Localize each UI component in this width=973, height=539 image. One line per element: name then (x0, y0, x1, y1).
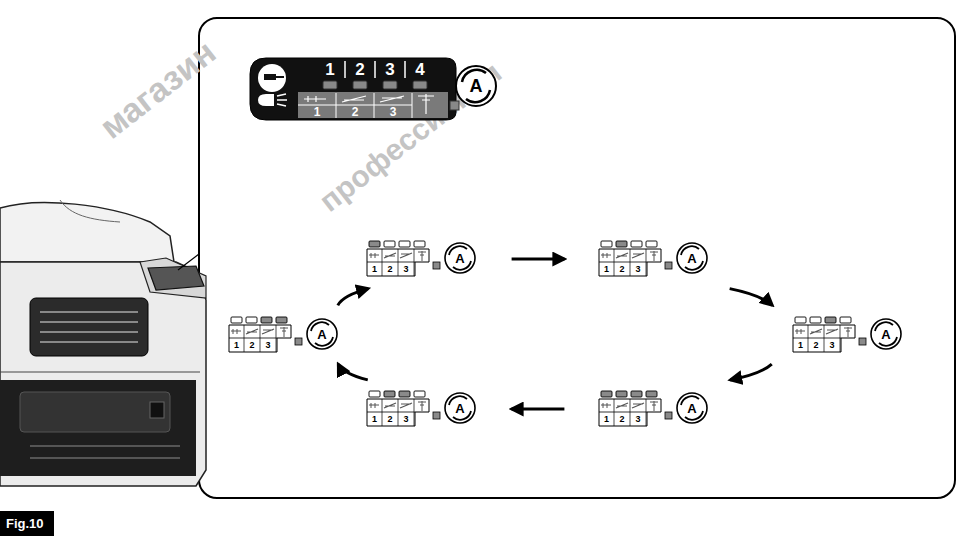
cycle-arrow (338, 364, 368, 380)
panel-state: 1 2 3 A (598, 240, 710, 278)
button-letter: A (470, 77, 483, 95)
mode-number: 3 (265, 341, 270, 350)
mode-number: 2 (619, 265, 624, 274)
panel-state: 1 2 3 A (366, 390, 478, 428)
button-letter: A (455, 402, 464, 415)
panel-state: 1 2 3 A (598, 390, 710, 428)
mode-number: 3 (635, 265, 640, 274)
mode-number: 1 (314, 106, 321, 118)
mode-number: 1 (234, 341, 239, 350)
button-letter: A (881, 328, 890, 341)
mode-number: 3 (403, 415, 408, 424)
mode-number: 3 (390, 106, 397, 118)
mode-number: 3 (385, 61, 394, 78)
cycle-arrow (512, 408, 565, 411)
cycle-arrow (512, 258, 565, 261)
mode-number: 1 (372, 265, 377, 274)
figure-number: Fig.10 (0, 511, 54, 536)
mode-number: 1 (604, 415, 609, 424)
cycle-arrow (730, 364, 772, 380)
mode-number: 4 (415, 61, 424, 78)
mode-number: 3 (635, 415, 640, 424)
mode-number: 3 (829, 341, 834, 350)
mode-number: 1 (372, 415, 377, 424)
button-letter: A (687, 402, 696, 415)
mode-number: 1 (325, 61, 334, 78)
mode-number: 1 (798, 341, 803, 350)
cycle-arrow (338, 289, 368, 306)
control-panel: 1234123A (246, 56, 498, 122)
panel-state: 1 2 3 A (366, 240, 478, 278)
panel-state: 1 2 3 A (228, 316, 340, 354)
watermark: магазин (92, 32, 223, 146)
mode-number: 1 (604, 265, 609, 274)
mode-number: 2 (813, 341, 818, 350)
cycle-arrow (730, 289, 773, 306)
mode-number: 2 (249, 341, 254, 350)
mode-number: 2 (352, 106, 359, 118)
button-letter: A (687, 252, 696, 265)
mode-number: 2 (355, 61, 364, 78)
button-letter: A (455, 252, 464, 265)
button-letter: A (317, 328, 326, 341)
mode-number: 2 (619, 415, 624, 424)
panel-state: 1 2 3 A (792, 316, 904, 354)
mode-number: 2 (387, 415, 392, 424)
panel-outline (246, 56, 498, 122)
mode-number: 2 (387, 265, 392, 274)
mode-number: 3 (403, 265, 408, 274)
